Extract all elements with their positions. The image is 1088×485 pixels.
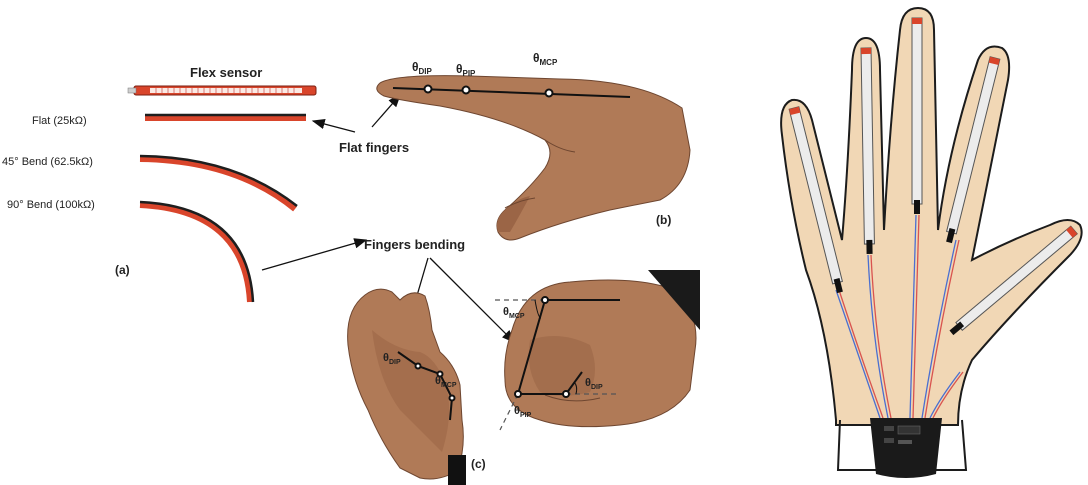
theta-dip-label: θDIP [412,60,433,76]
bend45-sensor [140,156,297,209]
flex-sensor-title: Flex sensor [190,65,262,80]
panel-c: Fingers bending θDIP θMCP [348,237,700,485]
sensor-glove-image [781,8,1082,478]
mcp-joint [546,90,553,97]
flat-fingers-label: Flat fingers [339,140,409,155]
bending-arrow-sensor [262,240,366,270]
fist-image [505,270,700,427]
dip-joint [425,86,432,93]
flat-fingers-arrow-hand [372,95,400,127]
flex-sensor-icon [128,86,316,95]
flat-label: Flat (25kΩ) [32,115,87,127]
bending-arrow-fist [430,258,514,342]
glove-controller-box [870,418,942,478]
panel-a: Flex sensor Flat (25kΩ) [2,65,400,302]
theta-pip-label: θPIP [456,62,476,78]
flat-sensor [145,115,306,118]
bend90-sensor [140,202,253,302]
panel-a-label: (a) [115,263,130,277]
bend45-label: 45° Bend (62.5kΩ) [2,156,93,168]
fingers-bending-label: Fingers bending [364,237,465,252]
hand-flat-image [377,76,690,240]
flat-fingers-arrow-sensor [313,121,355,132]
pip-joint [463,87,470,94]
panel-b: θDIP θPIP θMCP Flat fingers (b) [339,51,690,240]
panel-b-label: (b) [656,213,671,227]
bend90-label: 90° Bend (100kΩ) [7,199,95,211]
panel-c-label: (c) [471,457,486,471]
theta-mcp-label: θMCP [533,51,558,67]
